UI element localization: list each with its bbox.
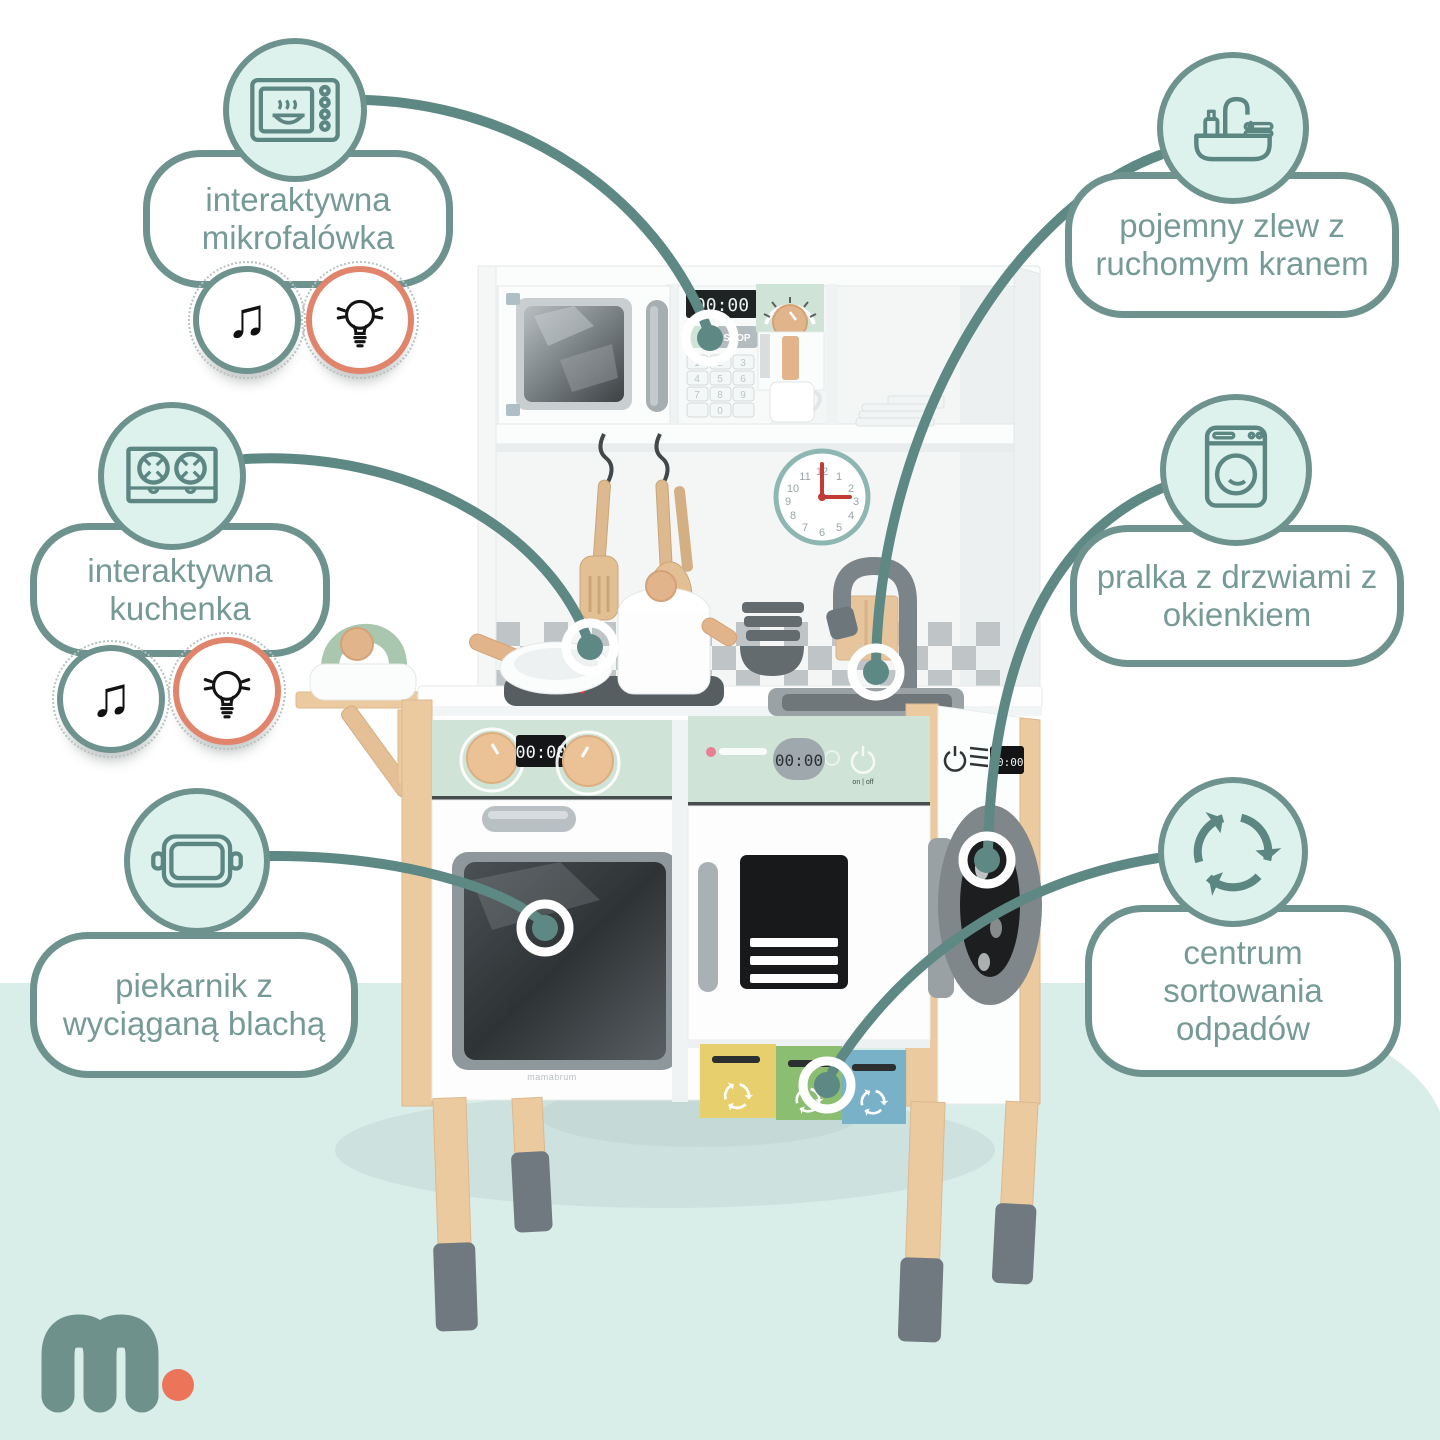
svg-text:0: 0 bbox=[717, 406, 723, 417]
svg-text:on | off: on | off bbox=[852, 779, 873, 786]
callout-box: centrum sortowania odpadów bbox=[1085, 905, 1401, 1077]
stove-icon bbox=[98, 402, 246, 550]
lightbulb-icon bbox=[168, 632, 286, 750]
recycle-icon bbox=[1158, 777, 1308, 927]
wall-clock: 12 1 2 3 4 5 6 7 8 9 10 11 bbox=[773, 448, 871, 546]
callout-label: pojemny zlew z ruchomym kranem bbox=[1095, 206, 1369, 282]
kitchen-legs bbox=[432, 1096, 1039, 1343]
svg-text:8: 8 bbox=[790, 510, 796, 522]
music-note-icon: ♫ bbox=[52, 640, 170, 758]
recycling-bins bbox=[688, 1040, 930, 1124]
marker-washer bbox=[958, 831, 1016, 889]
callout-box: piekarnik z wyciąganą blachą bbox=[30, 932, 358, 1078]
brand-logo bbox=[41, 1314, 194, 1413]
sink-icon bbox=[1157, 52, 1309, 204]
svg-text:4: 4 bbox=[848, 510, 854, 522]
marker-sink bbox=[847, 643, 905, 701]
svg-text:1: 1 bbox=[694, 358, 700, 369]
svg-text:00:00: 00:00 bbox=[775, 751, 823, 770]
toy-bowls bbox=[740, 602, 804, 676]
utensil-hooks bbox=[598, 433, 670, 483]
svg-text:7: 7 bbox=[694, 390, 700, 401]
svg-text:6: 6 bbox=[819, 527, 825, 539]
logo-dot bbox=[162, 1369, 194, 1401]
floor-shadow bbox=[335, 1092, 995, 1208]
marker-stove bbox=[561, 618, 619, 676]
brand-text: mamabrum bbox=[527, 1072, 577, 1082]
svg-text:1: 1 bbox=[836, 471, 842, 483]
marker-recycling bbox=[798, 1056, 856, 1114]
connector-oven bbox=[264, 850, 545, 925]
connector-stove bbox=[240, 453, 593, 645]
connector-lines bbox=[240, 95, 1167, 1077]
svg-text:8: 8 bbox=[717, 390, 723, 401]
toy-coffee-maker bbox=[756, 284, 825, 423]
feature-markers bbox=[516, 309, 1016, 1114]
lightbulb-icon bbox=[301, 261, 419, 379]
connector-washer bbox=[983, 483, 1167, 855]
svg-text:5: 5 bbox=[717, 374, 723, 385]
washing-machine-icon bbox=[1160, 394, 1312, 546]
lower-cabinet: 00:00 mamabrum bbox=[401, 699, 1042, 1343]
svg-text:5: 5 bbox=[836, 522, 842, 534]
toy-plates-stack bbox=[855, 395, 945, 427]
callout-label: interaktywna mikrofalówka bbox=[201, 180, 395, 256]
connector-microwave bbox=[361, 95, 713, 335]
oven-display bbox=[516, 735, 566, 767]
toy-oven: 00:00 mamabrum bbox=[431, 720, 701, 1101]
microwave-icon bbox=[223, 38, 367, 182]
logo-m bbox=[41, 1314, 159, 1413]
svg-text:2: 2 bbox=[848, 483, 854, 495]
callout-label: piekarnik z wyciąganą blachą bbox=[62, 966, 326, 1042]
connector-recycling bbox=[827, 853, 1163, 1077]
callout-label: centrum sortowania odpadów bbox=[1163, 933, 1323, 1048]
dishwasher-display bbox=[773, 738, 825, 780]
marker-oven bbox=[516, 899, 574, 957]
callout-label: interaktywna kuchenka bbox=[87, 551, 273, 627]
toy-washing-machine-side: 00:00 bbox=[928, 705, 1042, 1105]
svg-text:3: 3 bbox=[740, 358, 746, 369]
svg-text:3: 3 bbox=[853, 496, 859, 508]
callout-box: pralka z drzwiami z okienkiem bbox=[1070, 525, 1404, 667]
wooden-fork bbox=[579, 479, 619, 621]
toy-pot bbox=[617, 570, 738, 695]
svg-text:9: 9 bbox=[785, 496, 791, 508]
svg-text:00:00: 00:00 bbox=[515, 743, 566, 763]
svg-text:4: 4 bbox=[694, 374, 700, 385]
svg-text:11: 11 bbox=[799, 471, 810, 483]
callout-box: interaktywna mikrofalówka bbox=[143, 150, 453, 288]
marker-microwave bbox=[681, 309, 739, 367]
callout-label: pralka z drzwiami z okienkiem bbox=[1096, 557, 1378, 633]
toy-iron bbox=[309, 623, 417, 701]
svg-text:6: 6 bbox=[740, 374, 746, 385]
baking-tray-icon bbox=[124, 788, 270, 934]
music-note-icon: ♫ bbox=[188, 261, 306, 379]
svg-text:10: 10 bbox=[787, 483, 799, 495]
svg-text:7: 7 bbox=[802, 522, 808, 534]
svg-text:9: 9 bbox=[740, 390, 746, 401]
